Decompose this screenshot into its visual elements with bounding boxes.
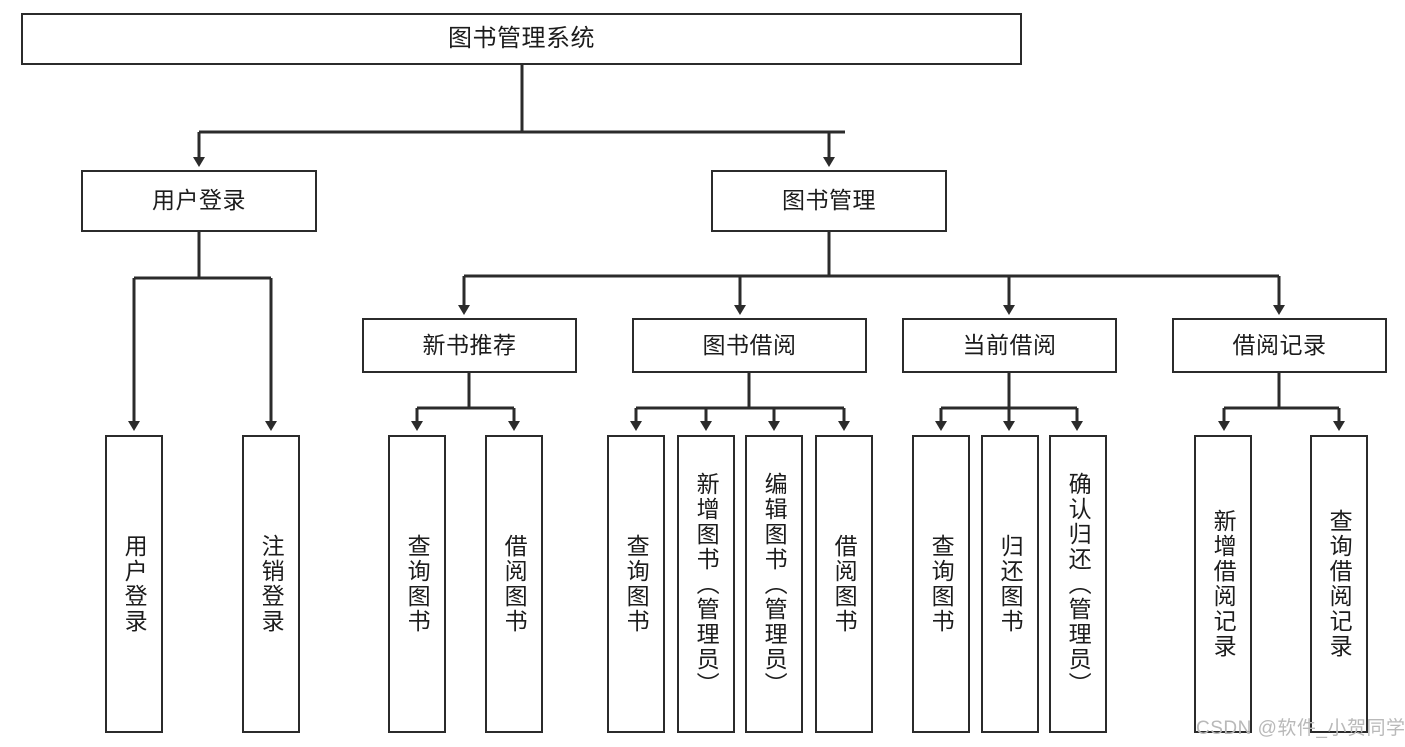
node-leaf-edit-book[interactable]: 编辑图书（管理员） xyxy=(745,435,803,733)
node-leaf-return-book[interactable]: 归还图书 xyxy=(981,435,1039,733)
node-leaf-user-login[interactable]: 用户登录 xyxy=(105,435,163,733)
node-root-system[interactable]: 图书管理系统 xyxy=(21,13,1022,65)
node-borrow-record-label: 借阅记录 xyxy=(1232,331,1327,358)
node-leaf-query-book-2-label: 查询图书 xyxy=(623,534,650,634)
node-current-borrow[interactable]: 当前借阅 xyxy=(902,318,1117,373)
node-leaf-borrow-book-1[interactable]: 借阅图书 xyxy=(485,435,543,733)
node-leaf-user-login-label: 用户登录 xyxy=(121,534,148,634)
node-book-management-label: 图书管理 xyxy=(782,187,876,214)
node-leaf-borrow-book-2-label: 借阅图书 xyxy=(831,534,858,634)
node-leaf-query-record-label: 查询借阅记录 xyxy=(1326,509,1353,659)
node-leaf-confirm-return[interactable]: 确认归还（管理员） xyxy=(1049,435,1107,733)
node-root-label: 图书管理系统 xyxy=(448,24,595,52)
node-user-login[interactable]: 用户登录 xyxy=(81,170,317,232)
node-leaf-add-record[interactable]: 新增借阅记录 xyxy=(1194,435,1252,733)
node-leaf-add-book-label: 新增图书（管理员） xyxy=(693,471,720,697)
node-leaf-query-book-3-label: 查询图书 xyxy=(928,534,955,634)
node-leaf-logout-login[interactable]: 注销登录 xyxy=(242,435,300,733)
node-leaf-query-book-1-label: 查询图书 xyxy=(404,534,431,634)
node-leaf-borrow-book-1-label: 借阅图书 xyxy=(501,534,528,634)
watermark-csdn: CSDN @软件_小贺同学 xyxy=(1196,718,1405,739)
node-leaf-edit-book-label: 编辑图书（管理员） xyxy=(761,471,788,697)
node-book-management[interactable]: 图书管理 xyxy=(711,170,947,232)
node-book-borrow-label: 图书借阅 xyxy=(702,331,797,358)
node-leaf-query-book-1[interactable]: 查询图书 xyxy=(388,435,446,733)
node-leaf-add-book[interactable]: 新增图书（管理员） xyxy=(677,435,735,733)
node-new-book-recommend-label: 新书推荐 xyxy=(422,331,517,358)
node-current-borrow-label: 当前借阅 xyxy=(962,331,1057,358)
node-leaf-return-book-label: 归还图书 xyxy=(997,534,1024,634)
node-leaf-logout-login-label: 注销登录 xyxy=(258,534,285,634)
node-leaf-query-book-2[interactable]: 查询图书 xyxy=(607,435,665,733)
node-borrow-record[interactable]: 借阅记录 xyxy=(1172,318,1387,373)
node-leaf-query-book-3[interactable]: 查询图书 xyxy=(912,435,970,733)
node-leaf-borrow-book-2[interactable]: 借阅图书 xyxy=(815,435,873,733)
node-new-book-recommend[interactable]: 新书推荐 xyxy=(362,318,577,373)
node-leaf-add-record-label: 新增借阅记录 xyxy=(1210,509,1237,659)
node-user-login-label: 用户登录 xyxy=(152,187,246,214)
node-leaf-confirm-return-label: 确认归还（管理员） xyxy=(1065,471,1092,697)
node-book-borrow[interactable]: 图书借阅 xyxy=(632,318,867,373)
node-leaf-query-record[interactable]: 查询借阅记录 xyxy=(1310,435,1368,733)
